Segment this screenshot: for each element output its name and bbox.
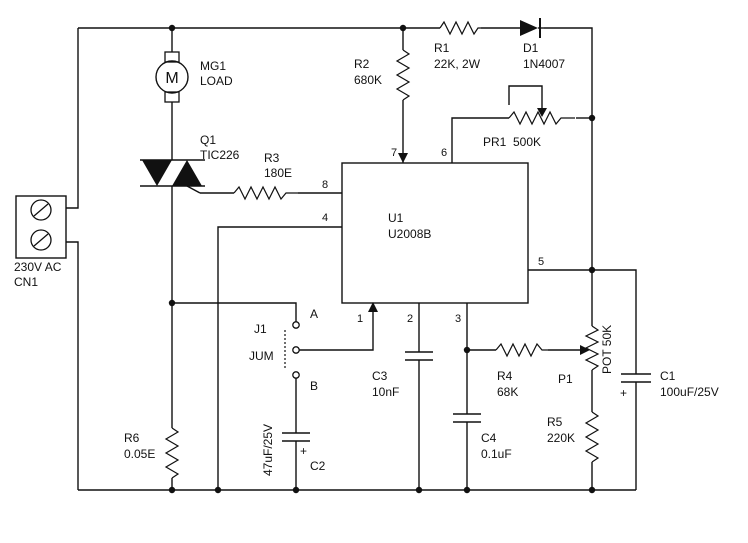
label-r6: R6	[124, 431, 140, 445]
resistor-r2	[395, 49, 411, 101]
pin-3: 3	[455, 313, 461, 325]
label-q1: Q1	[200, 133, 216, 147]
pin-numbers: 1 2 3 4 5 6 7 8	[322, 147, 544, 325]
label-r2: R2	[354, 57, 370, 71]
resistor-r3	[233, 185, 298, 201]
diode-d1	[520, 18, 544, 38]
resistor-r1	[439, 20, 481, 36]
label-d1-value: 1N4007	[523, 57, 565, 71]
capacitor-c4	[453, 413, 481, 423]
label-r1-value: 22K, 2W	[434, 57, 481, 71]
label-c4: C4	[481, 431, 497, 445]
motor-mg1	[155, 51, 189, 103]
label-j1: J1	[254, 322, 267, 336]
pin1-arrow	[368, 302, 378, 312]
pin-6: 6	[441, 147, 447, 159]
label-c1: C1	[660, 369, 676, 383]
label-r5: R5	[547, 415, 563, 429]
junctions	[168, 24, 596, 494]
ic-u1-body	[341, 162, 529, 304]
resistor-r6	[164, 427, 180, 479]
label-jumper-a: A	[310, 307, 318, 321]
label-mg1-sub: LOAD	[200, 74, 233, 88]
label-pr1: PR1	[483, 135, 507, 149]
label-230v-ac: 230V AC	[14, 260, 62, 274]
label-jumper-b: B	[310, 379, 318, 393]
label-c2-value: 47uF/25V	[261, 424, 275, 476]
pin-2: 2	[407, 313, 413, 325]
label-c4-value: 0.1uF	[481, 447, 512, 461]
label-c3-value: 10nF	[372, 385, 399, 399]
p1-wiper-arrow	[580, 345, 590, 355]
label-d1: D1	[523, 41, 539, 55]
label-r6-value: 0.05E	[124, 447, 155, 461]
resistor-r5	[584, 411, 600, 463]
pin-1: 1	[357, 313, 363, 325]
label-r4-value: 68K	[497, 385, 518, 399]
label-r3: R3	[264, 151, 280, 165]
connector-cn1	[15, 195, 67, 259]
label-r5-value: 220K	[547, 431, 575, 445]
motor-glyph: M	[165, 70, 178, 87]
capacitor-c1	[621, 373, 651, 383]
label-jum: JUM	[249, 349, 274, 363]
label-q1-value: TIC226	[200, 148, 240, 162]
resistor-pr1	[508, 110, 575, 126]
jumper-j1	[284, 321, 300, 379]
label-cn1: CN1	[14, 275, 38, 289]
pin-8: 8	[322, 179, 328, 191]
label-c1-plus: +	[620, 386, 627, 400]
label-c2: C2	[310, 459, 326, 473]
label-u1: U1	[388, 211, 404, 225]
label-pr1-value: 500K	[513, 135, 541, 149]
label-u1-value: U2008B	[388, 227, 431, 241]
labels: M MG1 LOAD R2 680K R1 22K, 2W D1 1N4007 …	[14, 41, 719, 476]
label-c2-plus: +	[300, 444, 307, 458]
label-c1-value: 100uF/25V	[660, 385, 719, 399]
label-r1: R1	[434, 41, 450, 55]
pr1-wiper-arrow	[537, 108, 547, 117]
capacitor-c3	[405, 351, 433, 361]
capacitor-c2	[282, 432, 310, 442]
label-r4: R4	[497, 369, 513, 383]
label-p1: P1	[558, 372, 573, 386]
label-r3-value: 180E	[264, 166, 292, 180]
pin-7: 7	[391, 147, 397, 159]
label-mg1: MG1	[200, 59, 226, 73]
label-c3: C3	[372, 369, 388, 383]
triac-q1	[140, 159, 205, 194]
pin7-arrow	[398, 153, 408, 163]
label-r2-value: 680K	[354, 73, 382, 87]
resistor-r4	[495, 342, 548, 358]
potentiometer-p1	[584, 325, 600, 371]
pin-4: 4	[322, 212, 328, 224]
label-pot: POT 50K	[600, 325, 614, 374]
pin-5: 5	[538, 256, 544, 268]
